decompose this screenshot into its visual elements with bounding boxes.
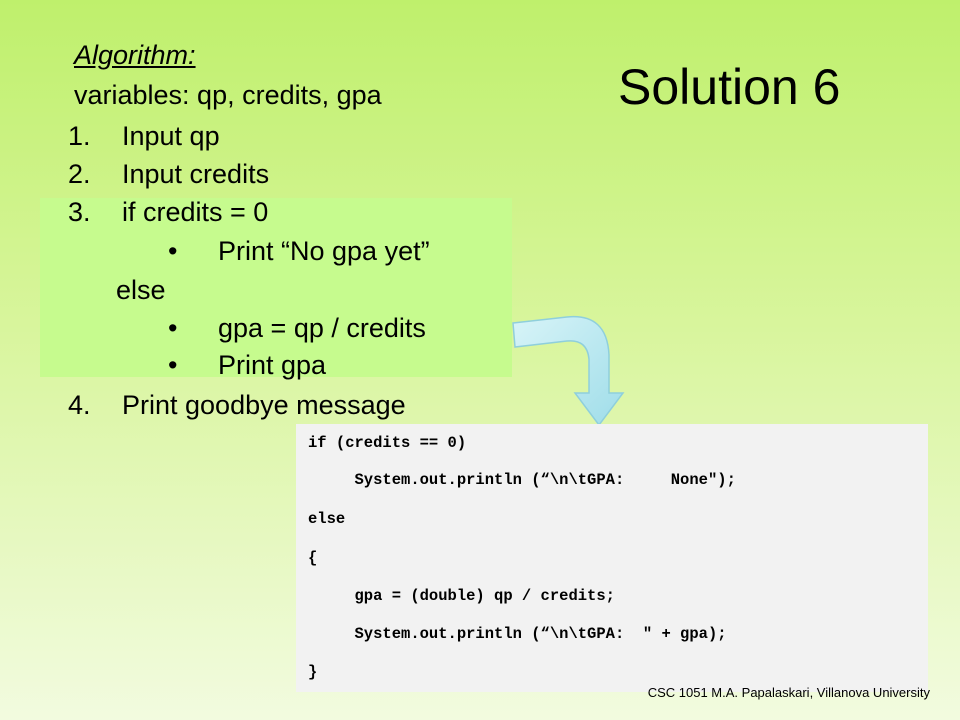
footer-credit: CSC 1051 M.A. Papalaskari, Villanova Uni… <box>647 685 930 700</box>
step-3-text: if credits = 0 <box>122 197 269 227</box>
code-line: if (credits == 0) <box>308 434 467 452</box>
step-4-text: Print goodbye message <box>122 390 406 420</box>
bullet-icon: • <box>168 236 178 266</box>
code-line: } <box>308 663 318 681</box>
step-2-text: Input credits <box>122 159 270 189</box>
code-line: gpa = (double) qp / credits; <box>308 587 615 605</box>
code-line: { <box>308 549 318 567</box>
step-4-number: 4. <box>68 390 91 420</box>
code-line: System.out.println (“\n\tGPA: " + gpa); <box>308 625 727 643</box>
step-3-number: 3. <box>68 197 91 227</box>
else-bullet-2-text: Print gpa <box>218 350 327 380</box>
curved-arrow-icon <box>512 315 625 427</box>
variables-line: variables: qp, credits, gpa <box>74 80 382 110</box>
step-1-number: 1. <box>68 121 91 151</box>
step-2-number: 2. <box>68 159 91 189</box>
code-block: if (credits == 0) System.out.println (“\… <box>296 424 928 692</box>
bullet-icon: • <box>168 313 178 343</box>
else-label: else <box>116 275 166 305</box>
slide-title: Solution 6 <box>618 59 841 115</box>
algorithm-heading: Algorithm: <box>74 40 196 70</box>
step-1-text: Input qp <box>122 121 220 151</box>
code-line: else <box>308 510 346 528</box>
highlight-box <box>40 198 512 377</box>
if-bullet-text: Print “No gpa yet” <box>218 236 430 266</box>
bullet-icon: • <box>168 350 178 380</box>
else-bullet-1-text: gpa = qp / credits <box>218 313 426 343</box>
code-line: System.out.println (“\n\tGPA: None"); <box>308 471 736 489</box>
